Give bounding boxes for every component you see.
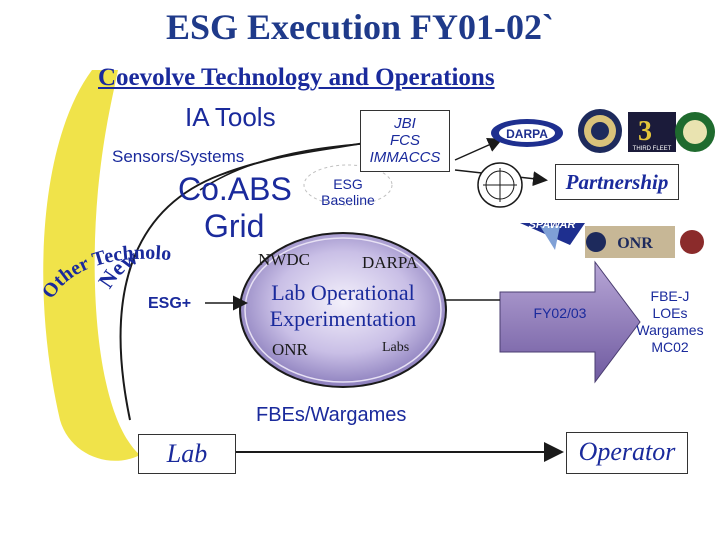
fbes-wargames-label: FBEs/Wargames (256, 404, 407, 426)
subtitle: Coevolve Technology and Operations (98, 64, 495, 91)
lab-operational-line: Lab Operational (271, 280, 415, 305)
operator-label: Operator (578, 437, 676, 466)
experimentation-line: Experimentation (269, 306, 417, 331)
operator-box: Operator (566, 432, 688, 474)
yellow-swoosh (43, 70, 140, 461)
partnership-label: Partnership (565, 170, 669, 194)
immaccs-label: IMMACCS (369, 149, 441, 166)
spawar-logo-text: SPAWAR (529, 219, 576, 231)
page-title: ESG Execution FY01-02` (165, 7, 554, 47)
darpa-logo: DARPA (491, 119, 563, 147)
third-fleet-text: THIRD FLEET (633, 146, 672, 152)
fbe-line-2: LOEs (652, 305, 688, 321)
fbe-line-1: FBE-J (650, 288, 690, 304)
onr-label: ONR (272, 340, 308, 359)
marine-logo (675, 112, 715, 152)
sensors-systems-label: Sensors/Systems (112, 147, 245, 166)
darpa-label: DARPA (362, 253, 419, 272)
partnership-box: Partnership (555, 164, 679, 200)
ia-tools-label: IA Tools (185, 102, 276, 132)
onr-logo-text: ONR (617, 235, 653, 252)
compass-seal-logo (477, 162, 523, 208)
lab-label: Lab (166, 439, 208, 468)
coabs-label: Co.ABS (178, 171, 292, 207)
lab-box: Lab (138, 434, 236, 474)
spawar-logo: SPAWAR (520, 219, 585, 250)
esg-baseline-label: ESG Baseline (312, 176, 384, 208)
fbe-line-3: Wargames (636, 322, 704, 338)
fbe-line-4: MC02 (651, 339, 689, 355)
arc-text: New Other Technologies (40, 230, 172, 303)
svg-text:Other Technologies: Other Technologies (40, 230, 172, 303)
arc-other-tech-text: Other Technologies (40, 230, 172, 303)
onr-logo: ONR (585, 226, 704, 258)
grid-label: Grid (204, 208, 265, 244)
fcs-label: FCS (390, 132, 420, 149)
third-fleet-logo: 3 THIRD FLEET (628, 112, 676, 152)
navy-seal-logo (578, 109, 622, 153)
nwdc-label: NWDC (258, 250, 310, 269)
labs-label: Labs (382, 340, 410, 355)
esg-baseline-ring (303, 164, 393, 206)
lab-op-exp-text: Lab Operational Experimentation (242, 280, 444, 332)
fbe-list: FBE-J LOEs Wargames MC02 (630, 288, 710, 356)
jbi-box: JBI FCS IMMACCS (360, 110, 450, 172)
fy-label: FY02/03 (533, 305, 587, 321)
esg-baseline-line2: Baseline (321, 192, 375, 208)
esg-baseline-line1: ESG (333, 176, 363, 192)
arrow-to-darpa (454, 138, 503, 161)
jbi-label: JBI (394, 115, 416, 132)
esg-plus-label: ESG+ (148, 295, 192, 312)
third-fleet-number: 3 (638, 116, 652, 147)
darpa-logo-text: DARPA (506, 127, 548, 141)
purple-arrow-right (499, 260, 641, 384)
